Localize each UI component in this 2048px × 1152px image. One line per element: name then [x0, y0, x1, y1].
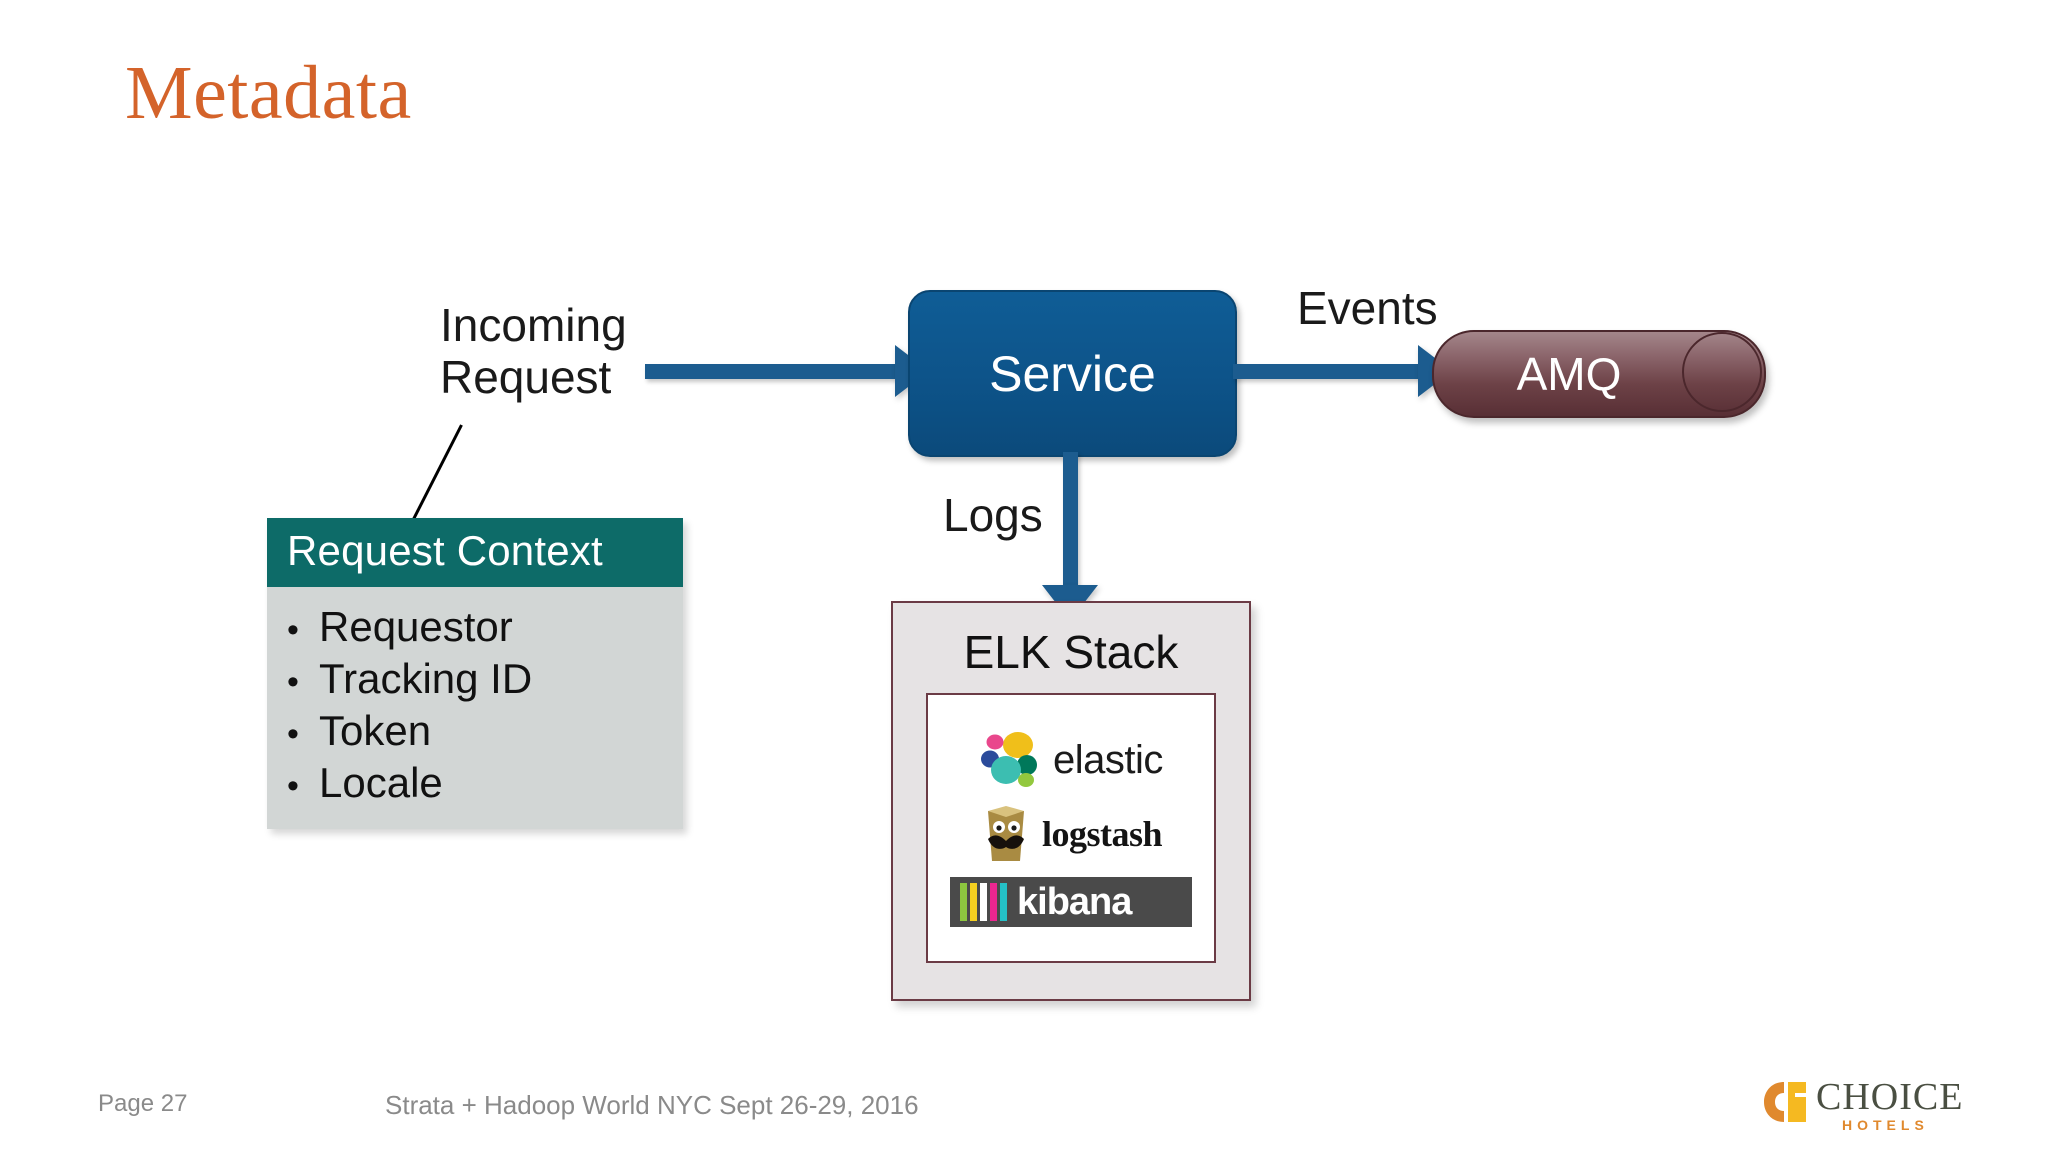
bullet-icon: •	[287, 663, 299, 701]
logstash-logo: logstash	[980, 803, 1163, 865]
kibana-bars-icon	[960, 883, 1007, 921]
amq-node[interactable]: AMQ	[1432, 330, 1766, 418]
list-item-label: Tracking ID	[319, 655, 533, 702]
list-item-label: Locale	[319, 759, 443, 806]
bullet-icon: •	[287, 715, 299, 753]
incoming-request-label: Incoming Request	[440, 299, 627, 403]
elastic-logo: elastic	[979, 729, 1163, 791]
logs-label: Logs	[943, 489, 1043, 541]
service-node-label: Service	[989, 345, 1156, 402]
choice-hotels-logo: CHOICE HOTELS	[1762, 1078, 1962, 1136]
elk-logo-panel: elastic logstash	[926, 693, 1216, 963]
list-item: • Requestor	[267, 601, 683, 653]
choice-hotels-subwordmark: HOTELS	[1842, 1117, 1929, 1133]
request-context-header: Request Context	[267, 518, 683, 587]
page-title: Metadata	[125, 51, 412, 135]
elk-stack-node[interactable]: ELK Stack elastic	[891, 601, 1251, 1001]
elastic-wordmark: elastic	[1053, 737, 1163, 782]
choice-hotels-mark-icon	[1762, 1080, 1808, 1124]
elastic-icon	[979, 729, 1041, 791]
arrow-incoming-request-shaft	[645, 364, 903, 379]
list-item-label: Token	[319, 707, 432, 754]
bullet-icon: •	[287, 611, 299, 649]
bullet-icon: •	[287, 767, 299, 805]
cylinder-cap-icon	[1682, 332, 1762, 412]
elk-stack-title: ELK Stack	[963, 626, 1179, 678]
leader-line	[410, 424, 463, 524]
request-context-panel: Request Context • Requestor • Tracking I…	[267, 518, 683, 829]
footer-page-number: Page 27	[98, 1090, 188, 1117]
choice-hotels-wordmark: CHOICE	[1816, 1076, 1964, 1118]
amq-node-label: AMQ	[1516, 348, 1622, 400]
list-item: • Tracking ID	[267, 653, 683, 705]
list-item-label: Requestor	[319, 603, 513, 650]
service-node[interactable]: Service	[908, 290, 1237, 457]
arrow-logs-shaft	[1063, 452, 1078, 592]
list-item: • Locale	[267, 757, 683, 809]
logstash-wordmark: logstash	[1041, 814, 1163, 854]
footer-event-name: Strata + Hadoop World NYC Sept 26-29, 20…	[385, 1090, 919, 1120]
kibana-wordmark: kibana	[1017, 881, 1132, 923]
logstash-icon	[980, 803, 1032, 865]
events-label: Events	[1297, 282, 1438, 334]
list-item: • Token	[267, 705, 683, 757]
request-context-list: • Requestor • Tracking ID • Token • Loca…	[267, 587, 683, 829]
kibana-logo: kibana	[950, 877, 1192, 927]
arrow-events-shaft	[1233, 364, 1427, 379]
